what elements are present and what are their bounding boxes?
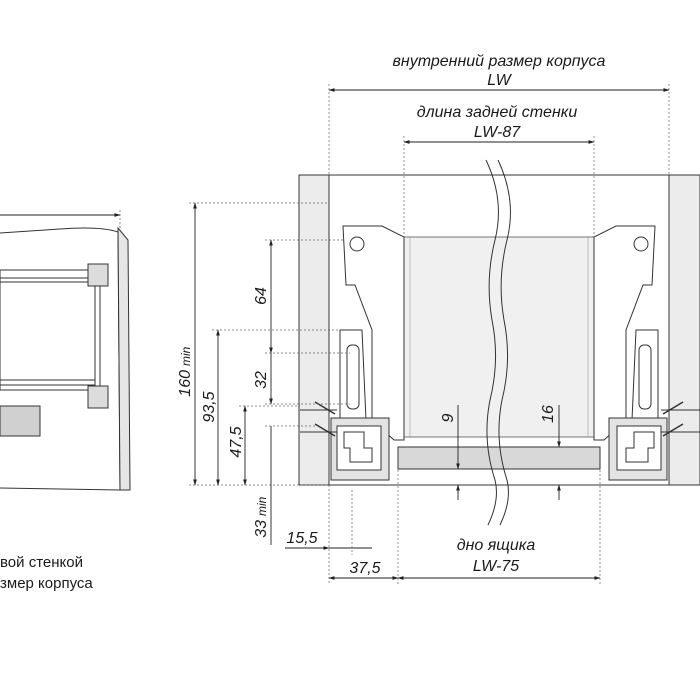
break-line-left [485, 159, 499, 526]
slide-runner [0, 405, 41, 437]
dim-16: 16 [540, 405, 557, 423]
screw-right-top [662, 401, 684, 415]
screw-right-bottom [662, 423, 684, 437]
dim-93-5: 93,5 [201, 391, 218, 422]
dim-33-value: 33 [253, 520, 270, 538]
back-wall-title: длина задней стенки [417, 104, 578, 121]
dim-37-5: 37,5 [349, 560, 380, 577]
dim-160-value: 160 [177, 370, 194, 397]
screw-left-bottom [314, 423, 336, 437]
rear-bracket-bottom [87, 385, 109, 409]
bottom-value: LW-75 [473, 558, 519, 575]
dim-64: 64 [253, 287, 270, 305]
inner-size-title: внутренний размер корпуса [393, 53, 606, 70]
side-view-drawing [0, 210, 131, 491]
mounting-hole-left [349, 236, 365, 252]
left-caption-line1: вой стенкой [0, 554, 83, 571]
bottom-title: дно ящика [457, 537, 536, 554]
rear-bracket-top [87, 263, 109, 287]
dim-15-5: 15,5 [286, 530, 317, 547]
break-line-right [497, 159, 511, 526]
mounting-hole-right [633, 236, 649, 252]
back-wall-value: LW-87 [474, 124, 521, 141]
dim-33-min-suffix: min [255, 496, 269, 516]
drawer-side-rail [0, 269, 101, 391]
dim-33-min: 33 min [253, 496, 270, 537]
inner-size-value: LW [487, 72, 512, 89]
dim-160-min: 160 min [177, 346, 194, 396]
dim-9: 9 [440, 413, 457, 422]
left-caption-line2: змер корпуса [0, 575, 93, 592]
dim-47-5: 47,5 [228, 426, 245, 457]
cabinet-side-panel [117, 226, 131, 491]
dim-32: 32 [253, 371, 270, 389]
left-drawer-side [300, 225, 405, 481]
drawer-bottom-panel [397, 446, 601, 470]
dim-160-min-suffix: min [179, 346, 193, 366]
drawer-back-wall [403, 236, 595, 438]
right-drawer-side [593, 225, 700, 481]
